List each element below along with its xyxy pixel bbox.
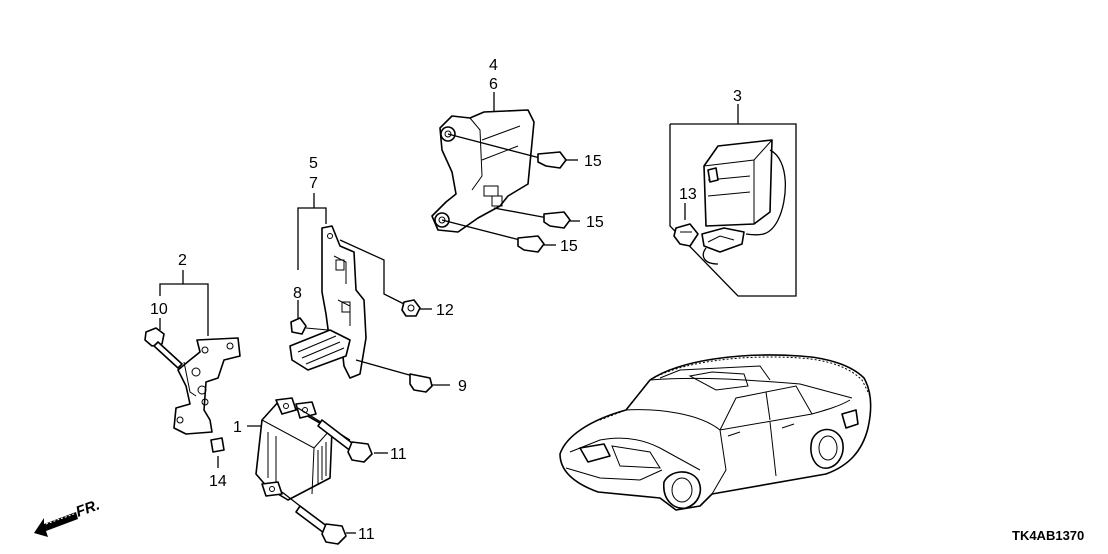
callout-8: 8 — [293, 285, 302, 302]
part-9-bolt — [355, 359, 450, 393]
part-12-grommet — [401, 299, 432, 317]
part-3-unit — [669, 104, 797, 297]
part-15-bolt-3 — [441, 219, 556, 253]
callout-13: 13 — [679, 186, 697, 203]
part-15-bolt-2 — [493, 207, 580, 229]
front-direction-arrow-icon — [34, 512, 78, 537]
callout-11-lower: 11 — [358, 526, 375, 543]
part-11-bolt-lower — [281, 491, 356, 545]
callout-5: 5 — [309, 155, 318, 172]
part-15-bolt-1 — [447, 133, 578, 169]
callout-6: 6 — [489, 76, 498, 93]
callout-14: 14 — [209, 473, 227, 490]
part-14-nut — [210, 437, 225, 468]
front-direction-label: FR. — [74, 497, 103, 521]
callout-7: 7 — [309, 175, 318, 192]
part-11-bolt-upper — [297, 407, 388, 463]
callout-15-bottom: 15 — [560, 238, 578, 255]
part-10-bolt — [144, 318, 183, 369]
callout-10: 10 — [150, 301, 168, 318]
callout-15-top: 15 — [584, 153, 602, 170]
part-13-clip — [673, 203, 699, 247]
vehicle-illustration — [559, 354, 872, 511]
callout-9: 9 — [458, 378, 467, 395]
part-4-6-bracket — [431, 92, 535, 233]
part-8-clip — [290, 300, 329, 335]
diagram-code: TK4AB1370 — [1012, 528, 1084, 543]
callout-15-middle: 15 — [586, 214, 604, 231]
callout-2: 2 — [178, 252, 187, 269]
part-2-bracket — [159, 270, 241, 435]
callout-11-upper: 11 — [390, 446, 407, 463]
part-1-module — [247, 397, 333, 501]
part-5-7-bracket — [289, 193, 409, 379]
callout-1: 1 — [233, 419, 242, 436]
callout-4: 4 — [489, 57, 498, 74]
callout-3: 3 — [733, 88, 742, 105]
callout-12: 12 — [436, 302, 454, 319]
